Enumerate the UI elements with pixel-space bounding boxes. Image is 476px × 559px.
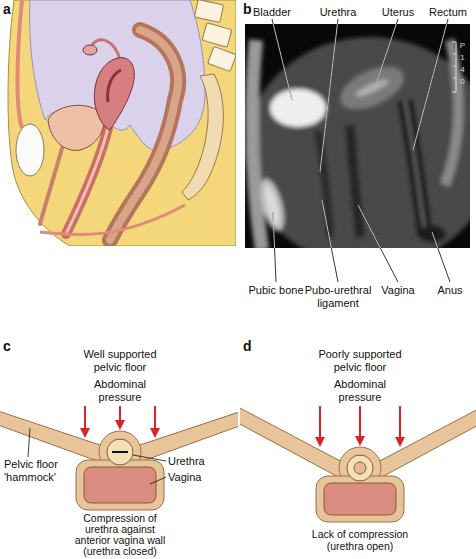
closed-lumen [112,451,128,453]
rectum-signal [405,100,425,235]
sacrum-signal [445,40,458,185]
structure-label: Urethra [313,6,363,19]
pressure-arrow [119,406,121,428]
panel-heading: Poorly supported pelvic floor [310,348,410,374]
mri-image [245,24,470,248]
mri-tissue [245,37,470,248]
hammock-band [0,411,106,462]
pressure-arrow [154,406,156,436]
hammock-band [374,407,476,478]
scale-ticks [452,42,456,92]
bladder [48,105,104,150]
structure-label: Pubic bone [246,284,306,297]
vertebra [208,46,236,71]
leader-line [272,19,450,282]
vagina-shape [84,467,156,503]
force-label: Abdominal pressure [80,378,160,404]
subcutaneous-fat [252,40,262,248]
panel-caption: Lack of compression (urethra open) [300,528,420,552]
structure-label: Rectum [423,6,473,19]
urethra-shape [107,439,133,465]
pressure-arrow [84,406,86,436]
pubic-marrow-signal [262,184,282,225]
pressure-arrow [319,406,321,445]
structure-label: Vagina [168,471,228,484]
sacrum [182,74,223,200]
structure-label: Anus [425,284,475,297]
structure-label: Urethra [168,455,228,468]
panel-letter: a [3,1,19,17]
vagina-signal [350,125,360,238]
urethra-shape [347,455,373,481]
panel-letter: d [243,338,259,354]
vagina-wall [76,460,164,510]
vagina-shape [324,483,396,515]
panel-caption: Compression of urethra against anterior … [68,513,172,557]
pubic-bone-signal [255,176,288,233]
supported-floor-schematic [0,406,238,510]
hammock-band [240,407,346,478]
leader-lines [272,19,450,282]
uterus [94,58,134,130]
vagina-wall [316,476,404,522]
scale-text: P 1 4 0 [458,40,467,88]
pubic-bone [16,124,44,176]
anus-signal [418,225,446,243]
ovary [83,45,97,55]
structure-label: Pubo-urethral ligament [302,284,374,310]
body-outline [8,0,236,246]
rectum-wall-signal [405,100,425,235]
unsupported-floor-schematic [240,406,476,522]
structure-label: Vagina [373,284,423,297]
vertebra [194,0,223,23]
urethra-signal [318,130,330,238]
structure-label: Bladder [247,6,297,19]
panel-heading: Well supported pelvic floor [72,348,168,374]
leader-line-inner [272,24,450,248]
soft-tissue [245,37,470,248]
pressure-arrow [399,406,401,445]
panel-letter: c [3,338,19,354]
pelvic-floor-muscle [40,205,185,235]
vertebra [202,23,232,47]
endometrium-signal [354,77,390,99]
uterine-cavity [108,70,121,102]
hammock-band [134,411,238,462]
abdominal-wall [18,0,23,128]
structure-label: Uterus [373,6,423,19]
bladder-signal [270,89,326,127]
sagittal-illustration [8,0,236,246]
structure-label: Pelvic floor 'hammock' [4,458,70,484]
force-label: Abdominal pressure [320,378,400,404]
pressure-arrow [359,406,361,444]
open-lumen [354,462,366,474]
scale-bar [456,42,457,92]
